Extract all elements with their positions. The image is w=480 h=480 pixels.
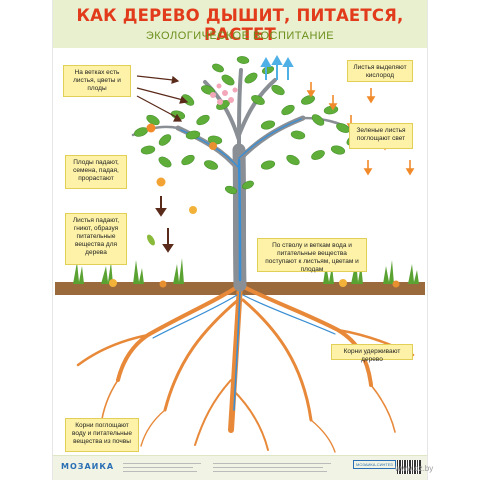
page-title: КАК ДЕРЕВО ДЫШИТ, ПИТАЕТСЯ, РАСТЕТ	[76, 6, 404, 44]
root-water-channels	[152, 289, 336, 411]
oxygen-arrows	[260, 54, 294, 80]
barcode	[397, 460, 421, 474]
note-roots-absorb: Корни поглощают воду и питательные вещес…	[65, 418, 139, 452]
footer: МОЗАИКА МОЗАИКА-СИНТЕЗ	[53, 455, 427, 480]
note-roots-hold: Корни удерживают дерево	[331, 344, 413, 363]
note-trunk: По стволу и веткам вода и питательные ве…	[257, 238, 367, 273]
tree-fruits	[146, 123, 217, 214]
note-light: Зеленые листья поглощают свет	[349, 123, 413, 149]
falling-arrows	[155, 196, 174, 253]
note-leaves-fall: Листья падают, гниют, образуя питательны…	[65, 213, 127, 265]
fine-print-right	[213, 461, 333, 472]
fine-print-left	[123, 461, 203, 472]
fallen-leaf	[147, 234, 155, 246]
pointer-arrows	[136, 75, 189, 122]
leaf-cluster	[134, 56, 360, 195]
note-fruits: Плоды падают, семена, падая, прорастают	[65, 155, 127, 189]
tree-illustration	[55, 54, 425, 455]
poster: КАК ДЕРЕВО ДЫШИТ, ПИТАЕТСЯ, РАСТЕТ ЭКОЛО…	[52, 0, 428, 480]
publisher-badge: МОЗАИКА-СИНТЕЗ	[353, 460, 396, 469]
note-oxygen: Листья выделяют кислород	[347, 60, 413, 82]
watermark: www.oz.by	[395, 464, 434, 473]
flower-cluster	[210, 83, 238, 105]
publisher-logo: МОЗАИКА	[61, 462, 115, 471]
note-branches: На ветках есть листья, цветы и плоды	[63, 65, 131, 97]
page-subtitle: ЭКОЛОГИЧЕСКОЕ ВОСПИТАНИЕ	[145, 30, 335, 42]
header-band: КАК ДЕРЕВО ДЫШИТ, ПИТАЕТСЯ, РАСТЕТ ЭКОЛО…	[53, 0, 427, 48]
fallen-fruits	[109, 279, 400, 288]
